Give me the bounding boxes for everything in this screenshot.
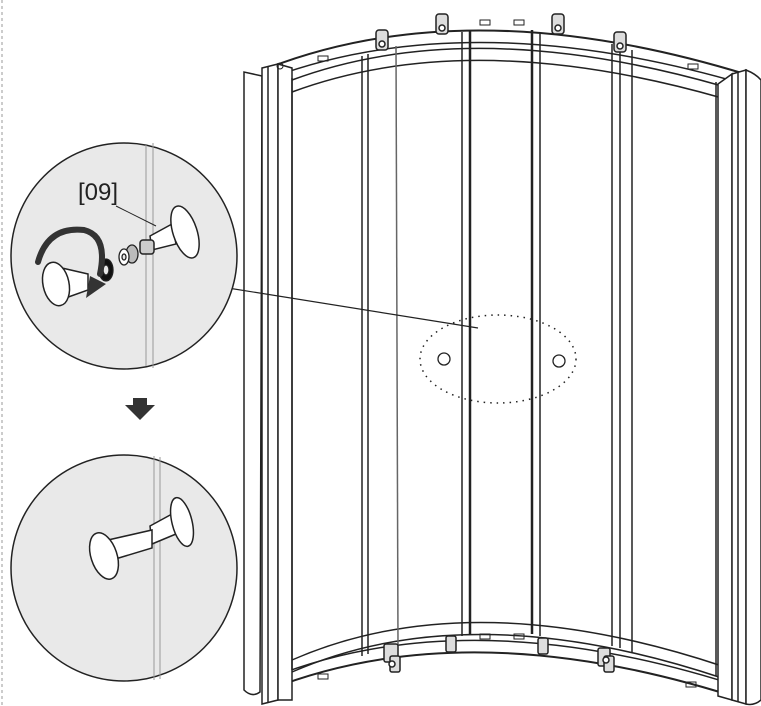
knob-hole-left [437,352,451,366]
top-rollers [375,13,627,53]
right-wall-profile [717,68,761,706]
left-wall-profile [243,63,293,705]
shower-enclosure [243,13,761,706]
part-label-leader [115,205,157,227]
inner-knob [139,205,200,259]
installed-knob [88,496,195,580]
detail-leader-line [227,287,479,329]
bottom-guides [383,635,615,673]
arrow-down-icon [125,398,155,420]
knob-location-highlight [419,314,577,404]
knob-hole-right [552,354,566,368]
curved-arrow-icon [35,226,106,298]
bottom-stoppers [317,633,697,688]
top-stoppers [276,19,699,70]
detail-circle-install: [09] [10,142,238,370]
part-label: [09] [78,179,118,206]
detail-circle-result [10,454,238,682]
